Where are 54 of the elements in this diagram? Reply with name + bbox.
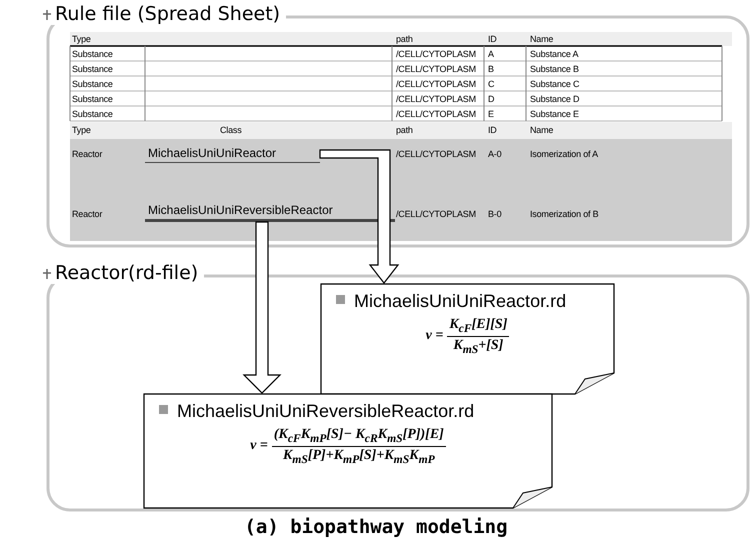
column-header: Type: [72, 124, 91, 137]
formula-text: v =: [250, 438, 268, 454]
section-panel: [40, 3, 752, 250]
column-header: ID: [488, 33, 497, 46]
table-cell-text: Substance E: [530, 108, 579, 121]
table-cell-text: Isomerization of A: [530, 148, 598, 161]
table-cell-text: D: [488, 93, 494, 106]
table-cell-text: A-0: [488, 148, 502, 161]
document-card: [143, 393, 553, 509]
column-header: Name: [530, 33, 554, 46]
table-cell-text: /CELL/CYTOPLASM: [396, 63, 476, 76]
column-header: Class: [220, 124, 242, 137]
table-cell-text: /CELL/CYTOPLASM: [396, 108, 476, 121]
table-cell-text: /CELL/CYTOPLASM: [396, 48, 476, 61]
column-header: Name: [530, 124, 554, 137]
table-cell-text: E: [488, 108, 494, 121]
formula-numerator: K$_{cF}$[E][S]: [447, 317, 510, 337]
table-cell-text: Substance: [72, 108, 113, 121]
table-cell-text: Substance: [72, 63, 113, 76]
section-heading: Rule file (Spread Sheet): [55, 3, 280, 25]
table-cell-text: Substance A: [530, 48, 578, 61]
table-cell-text: Isomerization of B: [530, 208, 598, 221]
hollow-arrow: [319, 149, 400, 284]
table-cell-text: B-0: [488, 208, 502, 221]
table-cell-text: /CELL/CYTOPLASM: [396, 78, 476, 91]
formula-denominator: K$_{mS}$+[S]: [452, 336, 504, 356]
table-cell-text: Substance D: [530, 93, 580, 106]
column-header: path: [396, 124, 413, 137]
table-cell-text: Substance B: [530, 63, 579, 76]
table-cell-text: A: [488, 48, 494, 61]
table-cell-text: Substance: [72, 93, 113, 106]
section-heading: Reactor(rd-file): [55, 262, 198, 284]
figure-caption: (a) biopathway modeling: [243, 516, 509, 538]
table-cell-text: Substance: [72, 78, 113, 91]
file-name: MichaelisUniUniReactor.rd: [354, 291, 566, 311]
hollow-arrow: [242, 221, 282, 394]
table-cell-text: Substance C: [530, 78, 580, 91]
formula-numerator: (K$_{cF}$K$_{mP}$[S]− K$_{cR}$K$_{mS}$[P])[E]: [272, 427, 446, 447]
column-header: Type: [72, 33, 91, 46]
formula-text: v =: [426, 328, 444, 344]
table-cell-text: /CELL/CYTOPLASM: [396, 208, 476, 221]
table-cell-text: Substance: [72, 48, 113, 61]
table-cell-text: C: [488, 78, 494, 91]
table-cell-text: Reactor: [72, 208, 102, 221]
table-cell-text: B: [488, 63, 494, 76]
table-cell-text: /CELL/CYTOPLASM: [396, 93, 476, 106]
section-panel: [40, 262, 752, 514]
column-header: path: [396, 33, 413, 46]
table-cell-text: Reactor: [72, 148, 102, 161]
column-header: ID: [488, 124, 497, 137]
document-card: [320, 283, 615, 395]
file-name: MichaelisUniUniReversibleReactor.rd: [177, 401, 474, 421]
formula-denominator: K$_{mS}$[P]+K$_{mP}$[S]+K$_{mS}$K$_{mP}$: [282, 446, 436, 466]
table-cell-text: /CELL/CYTOPLASM: [396, 148, 476, 161]
